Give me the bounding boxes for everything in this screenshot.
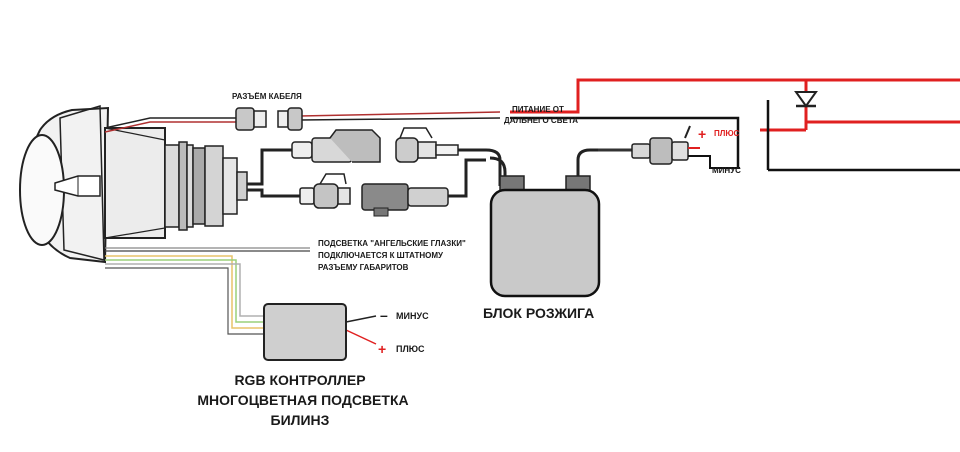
minus-label-right: МИНУС (712, 166, 741, 175)
rgb-controller-title-2: МНОГОЦВЕТНАЯ ПОДСВЕТКА (197, 392, 408, 408)
plus-label-right: ПЛЮС (714, 129, 740, 138)
projector-icon (19, 104, 248, 264)
rgb-controller-wires (105, 255, 377, 345)
projector-cables (104, 111, 502, 252)
angel-eyes-label-1: ПОДСВЕТКА "АНГЕЛЬСКИЕ ГЛАЗКИ" (318, 239, 466, 248)
rgb-controller-box (263, 303, 347, 361)
ballast-block (489, 148, 601, 298)
diode-icon (794, 91, 818, 108)
minus-sign-controller: – (380, 307, 388, 323)
plus-label-controller: ПЛЮС (396, 344, 425, 354)
cable-connector-label: РАЗЪЁМ КАБЕЛЯ (232, 92, 302, 101)
ballast-label: БЛОК РОЗЖИГА (483, 305, 594, 321)
ballast-power-connector (594, 125, 740, 169)
plus-sign-right: + (698, 126, 706, 142)
minus-label-controller: МИНУС (396, 311, 429, 321)
igniter-connector-lower (299, 173, 449, 217)
rgb-controller-title-1: RGB КОНТРОЛЛЕР (234, 372, 365, 388)
plus-sign-controller: + (378, 341, 386, 357)
rgb-controller-title-3: БИЛИНЗ (271, 412, 330, 428)
high-beam-power-label-2: ДАЛЬНЕГО СВЕТА (504, 116, 578, 125)
angel-eyes-label-3: РАЗЪЕМУ ГАБАРИТОВ (318, 263, 409, 272)
angel-eyes-label-2: ПОДКЛЮЧАЕТСЯ К ШТАТНОМУ (318, 251, 444, 260)
cable-connector (235, 107, 303, 131)
high-beam-power-wires (510, 78, 960, 172)
igniter-connector-upper (291, 127, 459, 163)
high-beam-power-label-1: ПИТАНИЕ ОТ (512, 105, 564, 114)
